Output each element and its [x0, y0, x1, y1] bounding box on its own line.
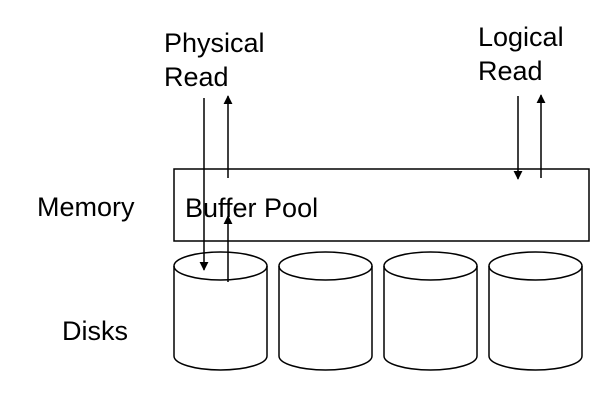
buffer-pool-box: [173, 168, 590, 242]
disk-cylinder: [383, 251, 478, 371]
disk-top: [278, 251, 373, 281]
disk-body: [173, 266, 268, 371]
disk-body: [383, 266, 478, 371]
buffer-pool-label: Buffer Pool: [185, 193, 318, 223]
disk-cylinder: [278, 251, 373, 371]
disk-top: [173, 251, 268, 281]
logical-read-label-line2: Read: [478, 56, 543, 86]
physical-read-label-line2: Read: [164, 62, 229, 92]
physical-read-label-line1: Physical: [164, 28, 265, 58]
disk-top: [488, 251, 583, 281]
disk-group: [173, 251, 583, 371]
disk-cylinder: [173, 251, 268, 371]
disk-body: [488, 266, 583, 371]
disk-top: [383, 251, 478, 281]
disk-cylinder: [488, 251, 583, 371]
disks-label: Disks: [62, 316, 128, 346]
disk-body: [278, 266, 373, 371]
logical-read-label-line1: Logical: [478, 22, 564, 52]
memory-label: Memory: [37, 192, 135, 222]
